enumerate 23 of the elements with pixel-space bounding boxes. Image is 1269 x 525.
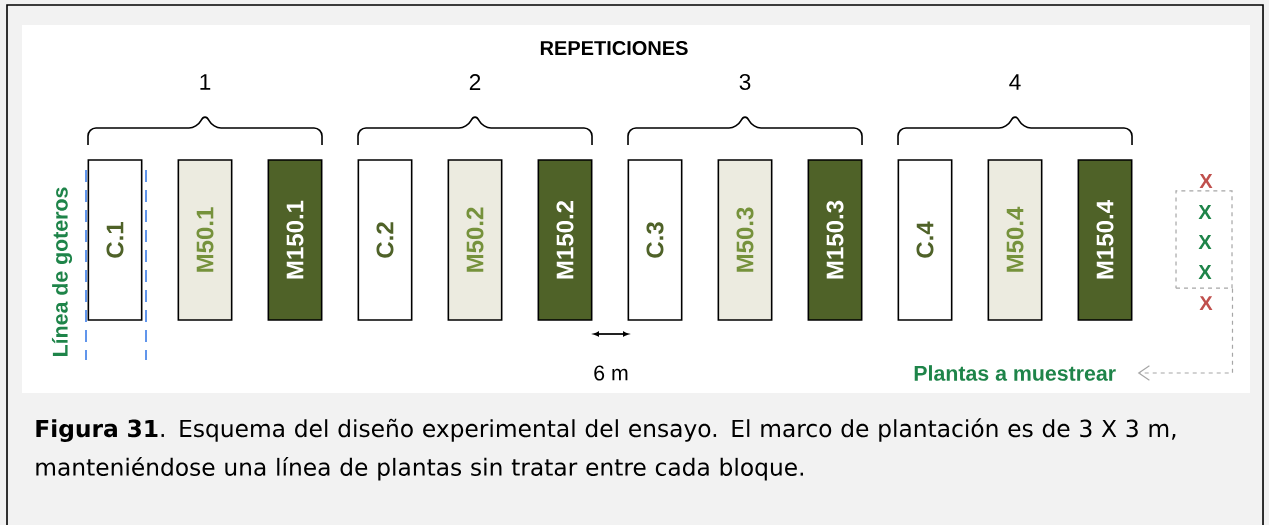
sampling-box: X X X — [1175, 190, 1233, 289]
control-plot-box: C.1 — [87, 159, 143, 321]
caption: Figura 31. Esquema del diseño experimental del ensayo. El marco de plantación es de 3 X 3 m, manteniéndose una línea de plantas sin tratar entre cada bloque. — [36, 418, 1176, 481]
dimension-label: 6 m — [594, 365, 628, 381]
control-plot-box: C.4 — [897, 159, 953, 321]
arrow — [1137, 288, 1234, 381]
repetition-number: 4 — [1009, 74, 1021, 90]
plot-box: M50.1 — [177, 159, 233, 321]
plot-box: M150.1 — [267, 159, 323, 321]
plot-box: M50.3 — [717, 159, 773, 321]
excluded-mark: X — [1199, 296, 1213, 310]
plot-box: M50.2 — [447, 159, 503, 321]
control-plot-box: C.2 — [357, 159, 413, 321]
repetition-number: 1 — [200, 74, 211, 90]
plot-box: M150.4 — [1077, 159, 1133, 321]
plot-box: M50.4 — [987, 159, 1043, 321]
repetition-number: 3 — [739, 73, 751, 91]
plot-box: M150.3 — [807, 159, 863, 321]
plot-box: M150.2 — [537, 159, 593, 321]
note-text: Plantas a muestrear — [914, 365, 1116, 381]
repetition-number: 2 — [469, 74, 481, 90]
control-plot-box: C.3 — [627, 159, 683, 321]
heading: REPETICIONES — [540, 40, 688, 56]
